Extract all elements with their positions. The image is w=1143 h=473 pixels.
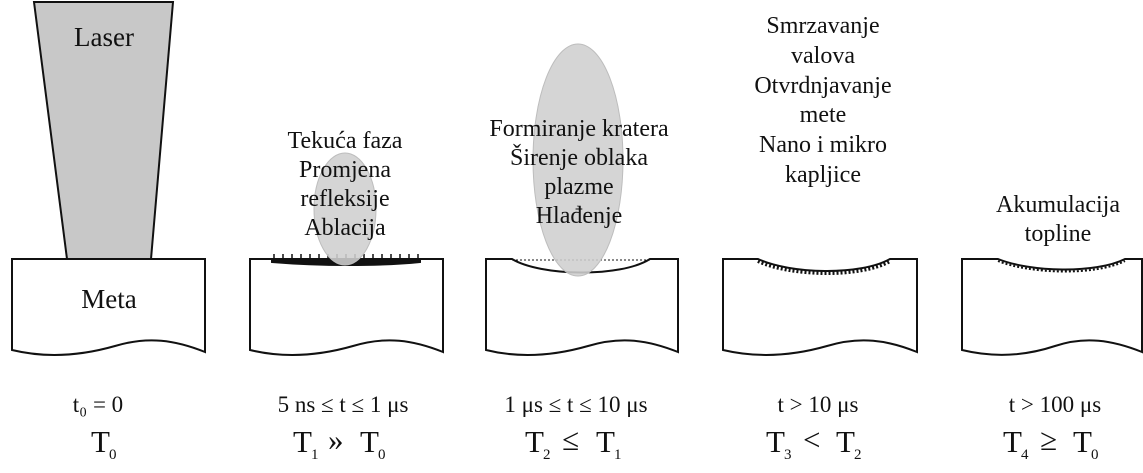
stage-2-temperature: T 1 » T 0 [293,422,386,463]
svg-text:<: < [803,422,820,457]
svg-text:≤: ≤ [562,422,579,457]
svg-text:»: » [328,422,344,457]
svg-text:Hlađenje: Hlađenje [536,203,623,229]
svg-text:T: T [1003,424,1022,459]
stage-2-time: 5 ns ≤ t ≤ 1 μs [278,392,409,417]
svg-text:T: T [91,424,110,459]
svg-text:T: T [293,424,312,459]
laser-label: Laser [74,22,134,52]
stage-4-description: Smrzavanje valova Otvrdnjavanje mete Nan… [754,13,891,188]
stage-2: Tekuća faza Promjena refleksije Ablacija… [250,128,443,463]
svg-text:1: 1 [311,447,319,463]
svg-text:plazme: plazme [544,174,613,200]
svg-text:0: 0 [1091,447,1099,463]
svg-text:0: 0 [109,447,117,463]
svg-text:Formiranje kratera: Formiranje kratera [489,116,669,142]
svg-text:Akumulacija: Akumulacija [996,192,1120,218]
stage-3-time: 1 μs ≤ t ≤ 10 μs [504,392,647,417]
svg-text:Širenje oblaka: Širenje oblaka [510,144,648,171]
svg-text:T: T [766,424,785,459]
svg-text:T: T [360,424,379,459]
stage-1-temperature: T 0 [91,424,117,463]
stage-1-time: t₀ = 0 [73,392,123,417]
svg-text:topline: topline [1025,221,1092,247]
target-label: Meta [81,284,136,314]
stage-4-temperature: T 3 < T 2 [766,422,862,463]
stage-4: Smrzavanje valova Otvrdnjavanje mete Nan… [723,13,917,463]
target-block [962,259,1142,355]
svg-text:2: 2 [854,447,862,463]
svg-text:Tekuća faza: Tekuća faza [288,128,403,154]
target-block [723,259,917,355]
svg-text:T: T [1073,424,1092,459]
target-block [250,259,443,355]
stage-4-time: t > 10 μs [778,392,859,417]
svg-text:1: 1 [614,447,622,463]
svg-text:T: T [596,424,615,459]
stage-5-temperature: T 4 ≥ T 0 [1003,422,1099,463]
svg-text:0: 0 [378,447,386,463]
stage-5-time: t > 100 μs [1009,392,1101,417]
svg-text:Smrzavanje: Smrzavanje [766,13,879,39]
svg-text:Promjena: Promjena [299,157,391,183]
svg-text:2: 2 [543,447,551,463]
svg-text:refleksije: refleksije [300,186,389,212]
svg-text:T: T [836,424,855,459]
svg-text:valova: valova [791,43,855,69]
stage-5-description: Akumulacija topline [996,192,1120,247]
svg-text:Ablacija: Ablacija [304,215,386,241]
stage-3: Formiranje kratera Širenje oblaka plazme… [486,44,678,463]
stage-5: Akumulacija topline t > 100 μs T 4 ≥ T 0 [962,192,1142,463]
svg-text:T: T [525,424,544,459]
stage-3-temperature: T 2 ≤ T 1 [525,422,622,463]
svg-text:kapljice: kapljice [785,162,861,188]
svg-text:mete: mete [800,102,847,128]
stage-1: Laser Meta t₀ = 0 T 0 [12,2,205,463]
svg-text:Nano i mikro: Nano i mikro [759,132,887,158]
svg-text:≥: ≥ [1040,422,1057,457]
svg-text:4: 4 [1021,447,1029,463]
svg-text:Otvrdnjavanje: Otvrdnjavanje [754,73,891,99]
svg-text:3: 3 [784,447,792,463]
